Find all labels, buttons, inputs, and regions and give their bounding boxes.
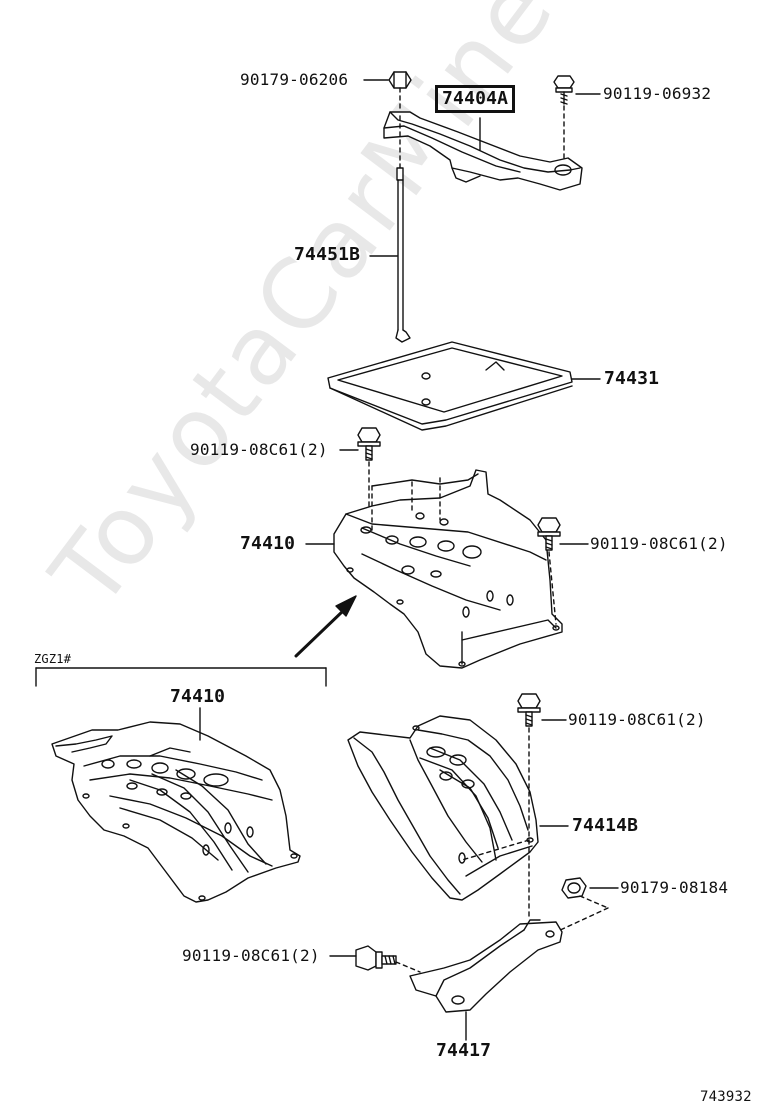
- label-bracket-main: 74404A: [435, 85, 516, 113]
- label-bracket-lower: 74417: [436, 1040, 492, 1061]
- label-bolt-top-right: 90119-06932: [603, 84, 712, 103]
- label-bolt-lower-right: 90119-08C61(2): [568, 710, 706, 729]
- nut-lower-icon: [555, 877, 609, 933]
- insulator-74410-variant-shape: [51, 721, 301, 903]
- direction-arrow-icon: [294, 595, 357, 658]
- label-variant: ZGZ1#: [34, 652, 72, 666]
- insulator-74410-main-shape: [333, 469, 563, 669]
- label-bolt-top-left: 90179-06206: [240, 70, 349, 89]
- variant-bracket-line: [35, 667, 327, 687]
- label-rod: 74451B: [294, 244, 361, 265]
- label-tray: 74431: [604, 368, 660, 389]
- diagram-code: 743932: [700, 1089, 752, 1105]
- nut-top-left-icon: [388, 71, 412, 111]
- label-bolt-insulator-right: 90119-08C61(2): [590, 534, 728, 553]
- bolt-top-right-icon: [553, 75, 575, 163]
- bracket-74417-shape: [409, 919, 563, 1013]
- tray-74431-shape: [327, 341, 573, 431]
- rod-74451b-shape: [395, 115, 411, 343]
- bolt-lower-right-icon: [461, 693, 541, 921]
- label-bolt-tray-left: 90119-08C61(2): [190, 440, 328, 459]
- label-shield-lower: 74414B: [572, 815, 639, 836]
- label-insulator-variant: 74410: [170, 686, 226, 707]
- bolt-insulator-right-icon: [537, 517, 561, 625]
- label-insulator-main: 74410: [240, 533, 296, 554]
- label-nut-lower: 90179-08184: [620, 878, 729, 897]
- bolt-tray-left-icon: [357, 427, 381, 521]
- bracket-74404a-shape: [383, 111, 583, 191]
- bolt-lower-left-icon: [355, 945, 421, 973]
- shield-74414b-shape: [347, 715, 539, 901]
- label-bolt-lower-left: 90119-08C61(2): [182, 946, 320, 965]
